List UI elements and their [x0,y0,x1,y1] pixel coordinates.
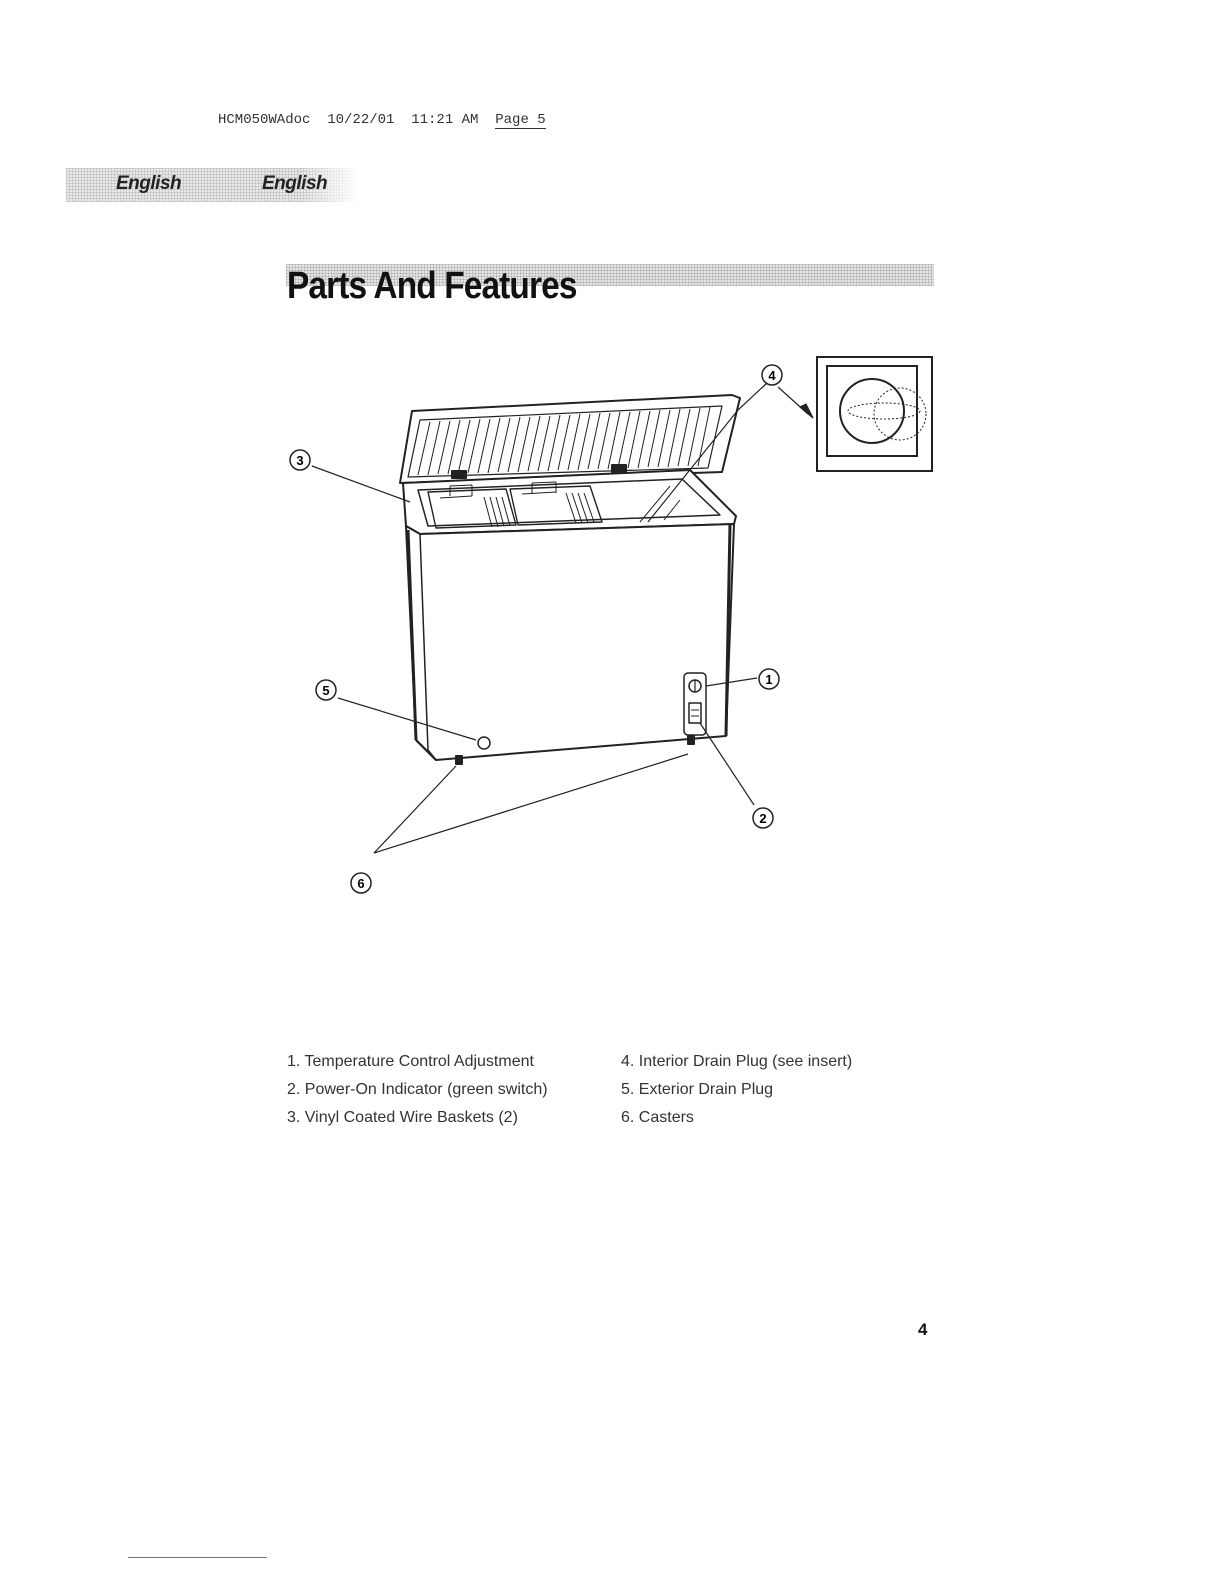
svg-text:6: 6 [357,876,364,891]
list-item: 5. Exterior Drain Plug [621,1076,921,1104]
freezer-diagram: 4 3 5 1 2 6 [260,340,950,920]
svg-text:5: 5 [322,683,329,698]
page-reference: Page 5 [495,112,545,129]
callout-5: 5 [316,680,336,700]
list-item: 3. Vinyl Coated Wire Baskets (2) [287,1104,621,1132]
svg-text:3: 3 [296,453,303,468]
footer-rule [128,1557,267,1558]
callout-4: 4 [762,365,782,385]
callout-6: 6 [351,873,371,893]
drain-plug-insert [817,357,932,471]
svg-text:4: 4 [768,368,776,383]
list-item: 1. Temperature Control Adjustment [287,1048,621,1076]
language-tab-2: English [262,173,327,195]
parts-list: 1. Temperature Control Adjustment 2. Pow… [287,1048,927,1132]
callout-2: 2 [753,808,773,828]
page-number: 4 [918,1320,927,1340]
language-tab-bar: English English [66,168,360,202]
list-item: 2. Power-On Indicator (green switch) [287,1076,621,1104]
svg-text:2: 2 [759,811,766,826]
callout-3: 3 [290,450,310,470]
list-item: 6. Casters [621,1104,921,1132]
callout-1: 1 [759,669,779,689]
file-info: HCM050WAdoc 10/22/01 11:21 AM [218,112,495,128]
svg-text:1: 1 [765,672,772,687]
page-title: Parts And Features [287,264,577,308]
document-header: HCM050WAdoc 10/22/01 11:21 AM Page 5 [218,112,546,128]
language-tab-1: English [116,173,181,195]
list-item: 4. Interior Drain Plug (see insert) [621,1048,921,1076]
